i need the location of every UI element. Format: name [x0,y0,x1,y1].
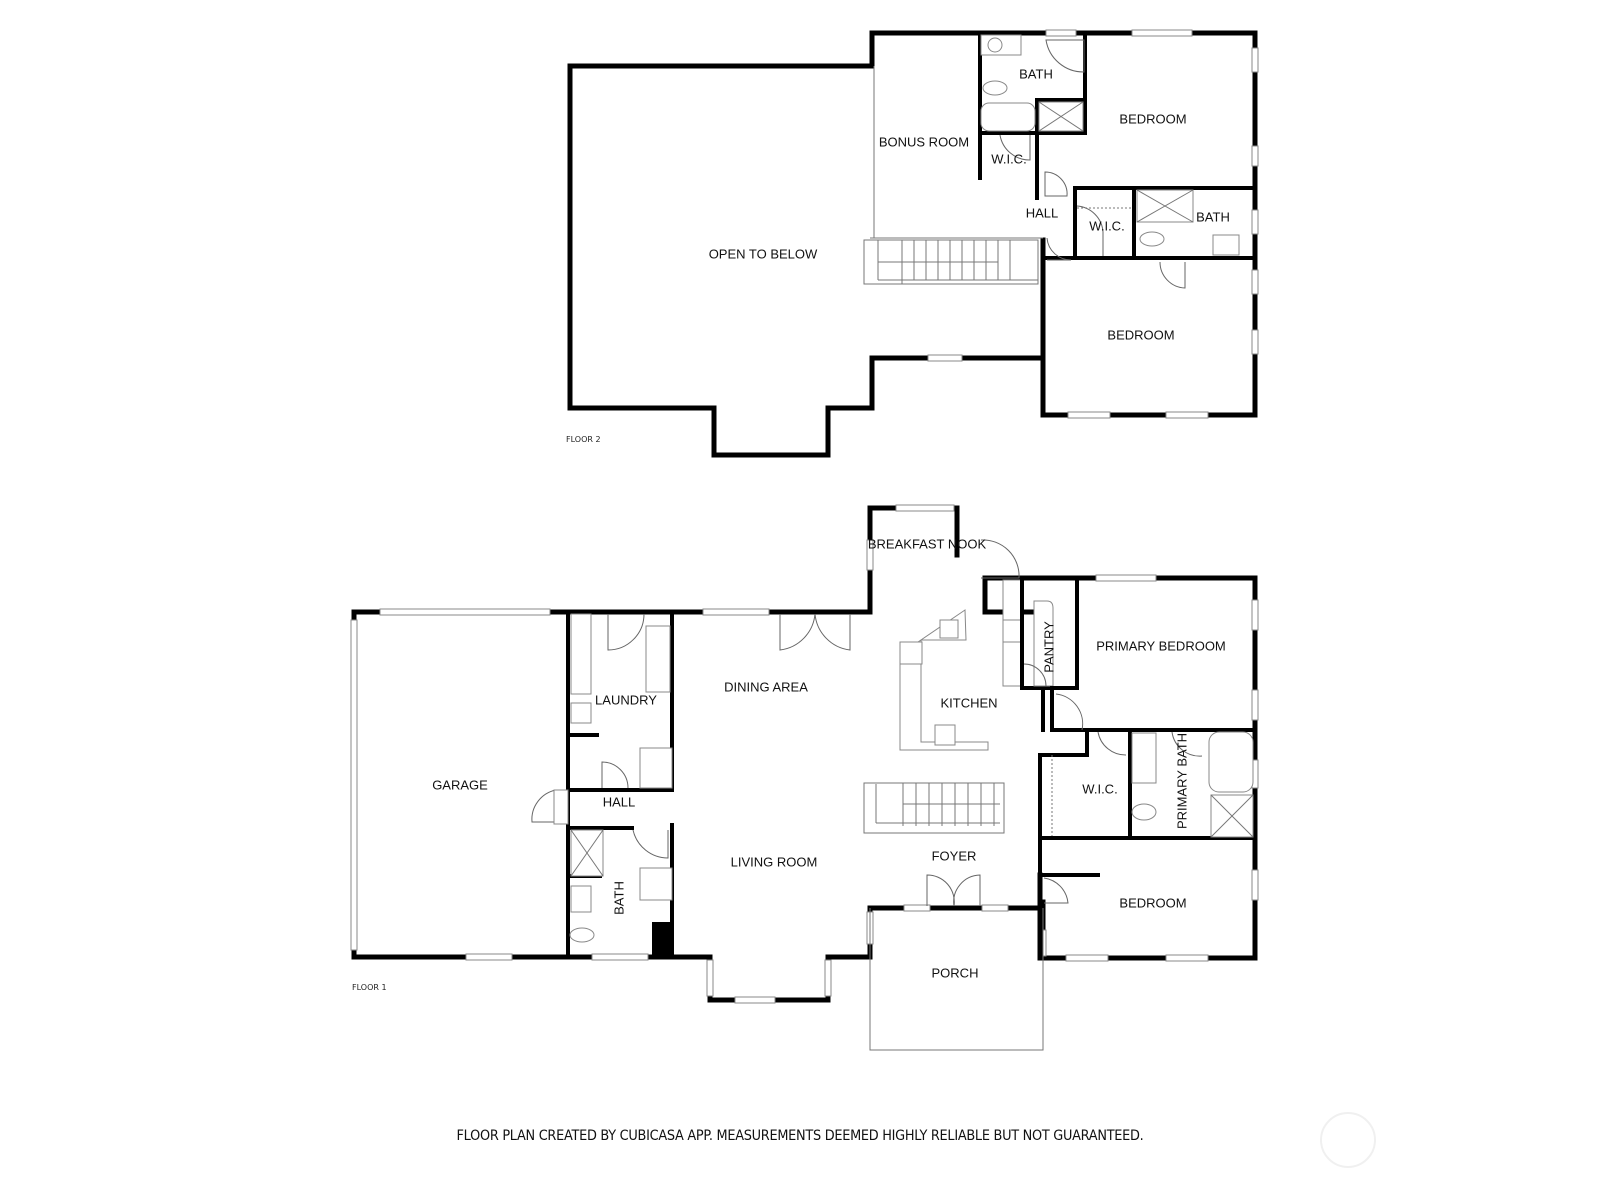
room-label-dining-area: DINING AREA [724,679,808,694]
floor-2-plan [567,29,1259,458]
room-label-bedroom-upper-1: BEDROOM [1119,111,1186,126]
disclaimer-text: FLOOR PLAN CREATED BY CUBICASA APP. MEAS… [456,1128,1144,1144]
floor-1-label: FLOOR 1 [352,983,387,992]
room-label-pantry: PANTRY [1041,621,1056,673]
floor-2-label: FLOOR 2 [566,435,601,444]
room-label-bedroom-upper-2: BEDROOM [1107,327,1174,342]
room-label-wic-lower: W.I.C. [1082,781,1117,796]
room-label-primary-bath: PRIMARY BATH [1174,733,1189,829]
room-label-laundry: LAUNDRY [595,692,657,707]
room-label-hall-upper: HALL [1026,205,1059,220]
room-label-porch: PORCH [932,965,979,980]
room-label-bedroom-lower: BEDROOM [1119,895,1186,910]
room-label-primary-bedroom: PRIMARY BEDROOM [1096,638,1226,653]
room-label-garage: GARAGE [432,777,488,792]
watermark-logo [1320,1112,1376,1168]
room-label-breakfast-nook: BREAKFAST NOOK [868,536,987,551]
room-label-living-room: LIVING ROOM [731,854,818,869]
floor-1-plan [350,504,1259,1051]
room-label-bath-upper: BATH [1019,66,1053,81]
room-label-bath-upper-2: BATH [1196,209,1230,224]
room-label-bath-lower: BATH [611,881,626,915]
room-label-wic-upper-1: W.I.C. [991,151,1026,166]
room-label-kitchen: KITCHEN [940,695,997,710]
room-label-hall-lower: HALL [603,794,636,809]
room-label-foyer: FOYER [932,848,977,863]
room-label-wic-upper-2: W.I.C. [1089,218,1124,233]
room-label-bonus-room: BONUS ROOM [879,134,969,149]
room-label-open-to-below: OPEN TO BELOW [709,246,818,261]
